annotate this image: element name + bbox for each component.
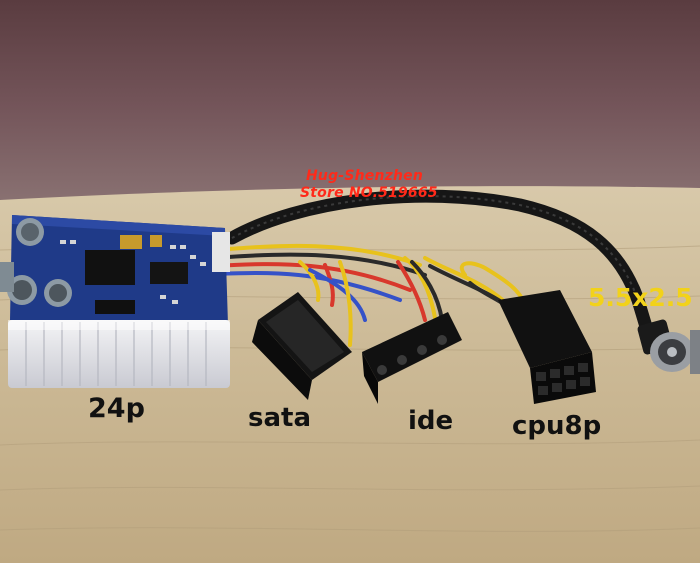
store-watermark-line2: Store NO.519665 (300, 185, 438, 201)
label-dc-jack: 5.5x2.5 (588, 283, 693, 312)
dc-barrel-jack (637, 319, 700, 374)
atx-24pin-connector (8, 320, 230, 388)
pcb-module (0, 215, 230, 325)
label-24p: 24p (88, 393, 145, 424)
label-sata: sata (248, 403, 311, 433)
label-ide: ide (408, 406, 454, 436)
ide-molex-connector (362, 312, 462, 404)
cpu-8pin-connector (498, 290, 596, 404)
store-watermark-line1: Hug-Shenzhen (306, 168, 424, 184)
label-cpu8p: cpu8p (512, 411, 602, 441)
sata-connector (252, 292, 352, 400)
wall-background (0, 0, 700, 215)
